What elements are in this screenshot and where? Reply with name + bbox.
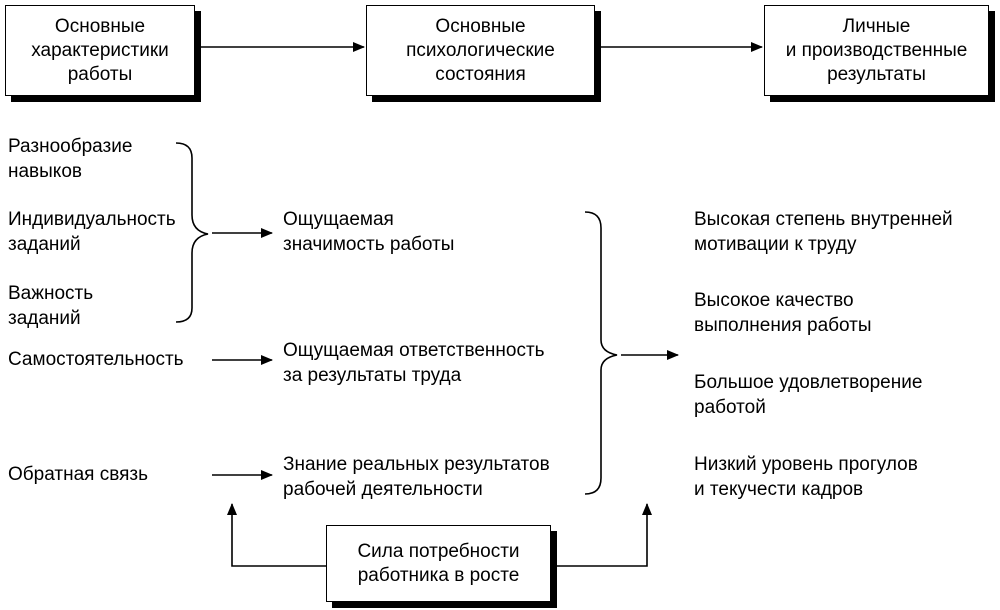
state-line: Знание реальных результатов (283, 454, 550, 475)
header-box-line: Основные (54, 15, 146, 37)
state-line: значимость работы (283, 234, 455, 255)
header-box-line: работы (67, 63, 133, 85)
state-responsibility: Ощущаемая ответственность за результаты … (283, 338, 545, 388)
moderator-arrow-right (557, 503, 652, 567)
outcome-line: и текучести кадров (694, 479, 864, 500)
outcome-satisfaction: Большое удовлетворение работой (694, 370, 922, 420)
outcome-motivation: Высокая степень внутренней мотивации к т… (694, 207, 953, 257)
header-box-line: психологические (406, 39, 555, 61)
characteristic-line: заданий (8, 234, 81, 255)
characteristic-feedback: Обратная связь (8, 462, 148, 487)
outcome-line: Большое удовлетворение (694, 372, 923, 393)
outcome-line: Высокая степень внутренней (694, 209, 953, 230)
state-line: рабочей деятельности (283, 479, 483, 500)
state-line: за результаты труда (283, 365, 462, 386)
characteristic-task-identity: Индивидуальность заданий (8, 207, 176, 257)
outcome-quality: Высокое качество выполнения работы (694, 288, 872, 338)
outcome-line: выполнения работы (694, 315, 872, 336)
characteristic-line: Индивидуальность (8, 209, 176, 230)
header-box-line: и производственные (785, 39, 968, 61)
header-box-line: состояния (435, 63, 526, 85)
header-box-line: Основные (435, 15, 526, 37)
moderator-line: работника в росте (357, 564, 520, 586)
characteristic-line: навыков (8, 161, 82, 182)
state-line: Ощущаемая ответственность (283, 340, 545, 361)
header-box-job-characteristics: Основные характеристики работы (5, 5, 195, 96)
header-box-line: результаты (827, 63, 926, 85)
characteristic-line: Разнообразие (8, 136, 133, 157)
state-line: Ощущаемая (283, 209, 394, 230)
outcome-line: работой (694, 397, 766, 418)
left-brace (175, 142, 209, 323)
moderator-box-growth-need: Сила потребности работника в росте (326, 525, 551, 602)
header-box-line: Личные (842, 15, 911, 37)
state-meaningfulness: Ощущаемая значимость работы (283, 207, 454, 257)
outcome-line: мотивации к труду (694, 234, 857, 255)
outcome-low-absenteeism: Низкий уровень прогулов и текучести кадр… (694, 452, 918, 502)
outcome-line: Высокое качество (694, 290, 854, 311)
header-box-psychological-states: Основные психологические состояния (366, 5, 595, 96)
characteristic-line: Самостоятельность (8, 349, 184, 370)
characteristic-skill-variety: Разнообразие навыков (8, 134, 132, 184)
characteristic-autonomy: Самостоятельность (8, 347, 184, 372)
characteristic-task-significance: Важность заданий (8, 281, 93, 331)
characteristic-line: Важность (8, 283, 94, 304)
right-brace (584, 211, 618, 495)
moderator-arrow-left (227, 503, 326, 567)
outcome-line: Низкий уровень прогулов (694, 454, 918, 475)
characteristic-line: Обратная связь (8, 464, 148, 485)
header-box-results: Личные и производственные результаты (764, 5, 989, 96)
moderator-line: Сила потребности (357, 540, 520, 562)
characteristic-line: заданий (8, 308, 81, 329)
state-knowledge-of-results: Знание реальных результатов рабочей деят… (283, 452, 550, 502)
header-box-line: характеристики (31, 39, 169, 61)
